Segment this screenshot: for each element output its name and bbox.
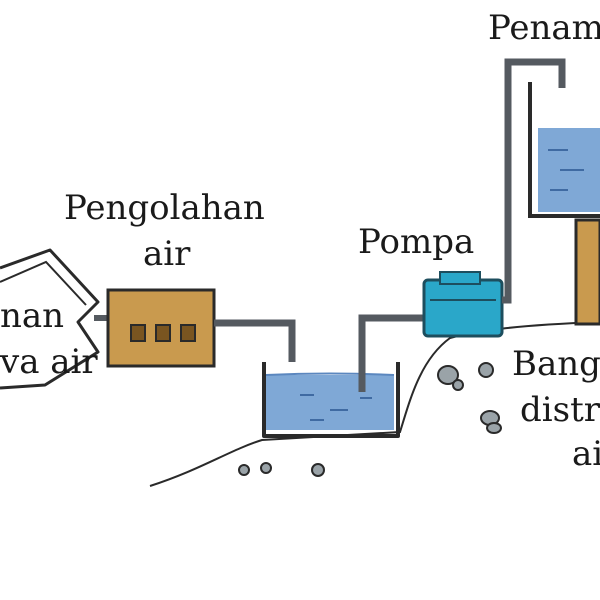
treatment-label-line2: air: [143, 234, 191, 274]
tank-label: Penam: [488, 8, 600, 48]
source-label-line1: nan: [0, 296, 65, 336]
pipe-treatment-to-reservoir: [214, 319, 296, 362]
ground-reservoir: [262, 362, 400, 438]
treatment-label-line1: Pengolahan: [64, 188, 265, 228]
distribution-label-line2: distr: [520, 390, 600, 430]
distribution-label-line3: ai: [572, 434, 600, 474]
ground-line: [149, 321, 600, 487]
pump-label: Pompa: [358, 222, 475, 262]
pipe-reservoir-to-pump: [358, 314, 426, 392]
indicator-light-2: [155, 324, 171, 342]
source-label-line2: va air: [0, 342, 98, 382]
treatment-box: [106, 288, 216, 368]
distribution-label-line1: Bang: [512, 344, 600, 384]
tank-support: [574, 218, 600, 326]
indicator-light-3: [180, 324, 196, 342]
elevated-tank: [528, 82, 600, 326]
pipe-pump-to-tank: [502, 58, 566, 304]
rocks: [238, 362, 502, 477]
indicator-light-1: [130, 324, 146, 342]
pump-unit: [422, 271, 504, 338]
source-structure: [0, 248, 100, 390]
